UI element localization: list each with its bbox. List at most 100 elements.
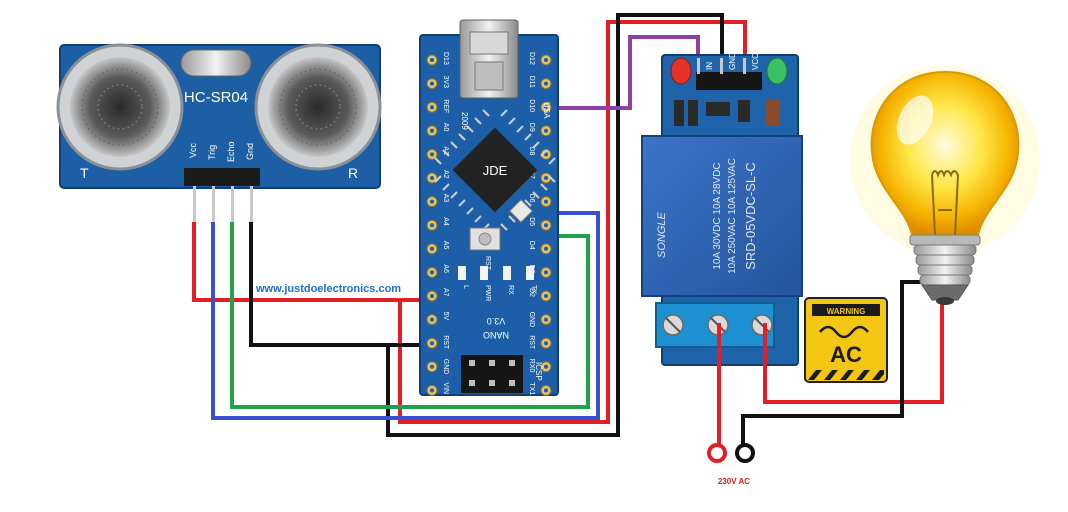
nano-right-pin-hole-center <box>544 176 548 180</box>
chip-leg <box>442 183 450 191</box>
nano-left-pin-hole-center <box>430 341 434 346</box>
nano-left-pin-label: REF <box>442 99 449 113</box>
warning-title: WARNING <box>827 307 866 316</box>
nano-left-pin-label: A6 <box>442 264 449 273</box>
relay-brand-label: SONGLE <box>656 211 668 258</box>
nano-right-pin-hole-center <box>544 317 548 322</box>
chip-leg <box>548 157 556 165</box>
nano-left-pin-label: D13 <box>442 52 449 65</box>
wire-echo-green <box>230 222 590 409</box>
nano-right-pin-label: D10 <box>528 99 535 112</box>
relay-pin-label: VCC <box>751 53 760 70</box>
nano-right-pin-hole-center <box>544 341 548 346</box>
sensor-pin-label: Trig <box>207 145 217 160</box>
nano-left-pin-label: A4 <box>442 217 449 226</box>
led-label: PWR <box>484 285 491 301</box>
nano-right-pin-hole-center <box>544 81 548 86</box>
nano-left-pin-label: A5 <box>442 241 449 250</box>
relay-rating-label: 10A 30VDC 10A 28VDC <box>712 162 723 269</box>
chip-leg <box>450 191 458 199</box>
chip-leg <box>516 125 524 133</box>
nano-right-pin-hole-center <box>544 294 548 298</box>
website-label: www.justdoelectronics.com <box>255 283 401 295</box>
nano-left-pin-hole-center <box>430 294 434 298</box>
crystal-oscillator <box>180 49 252 77</box>
nano-left-pin-label: A2 <box>442 170 449 179</box>
chip-leg <box>524 199 532 207</box>
chip-leg <box>508 215 516 223</box>
nano-left-pin-hole-center <box>430 270 434 275</box>
sensor-pin-label: Echo <box>226 141 236 162</box>
nano-right-pin-label: TX1 <box>528 382 535 395</box>
chip-leg <box>466 125 474 133</box>
sensor-pin-header <box>184 168 260 186</box>
chip-label: JDE <box>483 163 508 178</box>
nano-right-pin-hole-center <box>544 105 548 110</box>
version-label: V3.0 <box>487 316 506 326</box>
nano-right-pin-hole-center <box>544 199 548 204</box>
usa-label: USA <box>542 102 551 119</box>
chip-leg <box>458 199 466 207</box>
nano-left-pin-hole-center <box>430 317 434 322</box>
wire-ac-black <box>741 280 940 448</box>
sensor-pin-label: Vcc <box>188 142 198 158</box>
led-label: TX <box>530 285 537 294</box>
nano-leds <box>458 266 534 280</box>
nano-right-pin-hole-center <box>544 128 548 133</box>
led-label: L <box>462 285 469 289</box>
nano-left-pin-label: RST <box>442 335 449 350</box>
nano-right-pin-label: D6 <box>528 194 535 203</box>
nano-right-pin-label: GND <box>528 312 535 328</box>
nano-right-pin-label: RST <box>528 335 535 350</box>
relay-pin-label: IN <box>705 62 714 70</box>
nano-right-pins: D12D11D10D9D8D7D6D5D4D3D2GNDRSTRX0TX1 <box>528 52 552 396</box>
icsp-header <box>461 355 523 393</box>
atmega-chip: JDE <box>434 109 556 231</box>
nano-left-pin-hole-center <box>430 58 434 62</box>
chip-leg <box>540 183 548 191</box>
nano-left-pin-hole-center <box>430 364 434 369</box>
nano-left-pin-hole-center <box>430 199 434 204</box>
light-bulb-icon <box>850 65 1040 305</box>
wire-gnd-black <box>249 222 437 347</box>
ac-source-label: 230V AC <box>718 477 750 486</box>
nano-right-pin-label: D11 <box>528 76 535 88</box>
wire-5v-red-loop <box>398 20 747 424</box>
chip-leg <box>442 149 450 157</box>
chip-leg <box>474 215 482 223</box>
relay-red-led <box>670 57 692 85</box>
relay-module: IN GND VCC SRD-05VDC-SL-C 10A 250VAC 10A… <box>641 52 803 366</box>
warning-label: AC <box>830 342 862 367</box>
sensor-corner-left: T <box>80 165 89 181</box>
nano-right-pin-hole-center <box>544 58 548 62</box>
nano-right-pin-hole-center <box>544 246 548 251</box>
reset-button <box>469 227 501 251</box>
ac-warning-icon: WARNING AC <box>804 297 888 383</box>
nano-left-pin-label: A3 <box>442 194 449 203</box>
nano-left-pin-label: A7 <box>442 288 449 297</box>
chip-leg <box>482 109 490 117</box>
nano-right-pin-hole-center <box>544 270 548 275</box>
chip-leg <box>532 141 540 149</box>
nano-left-pin-label: A1 <box>442 146 449 155</box>
chip-leg <box>466 207 474 215</box>
relay-pin-label: GND <box>728 52 737 70</box>
relay-cube <box>641 135 803 297</box>
chip-leg <box>434 157 442 165</box>
nano-right-pin-label: RX0 <box>528 359 535 373</box>
chip-leg <box>458 133 466 141</box>
ultrasonic-sensor: HC-SR04 T R Vcc Trig Echo Gnd <box>56 43 382 224</box>
relay-pin-header <box>696 72 762 90</box>
sensor-transducer-left <box>56 43 184 171</box>
nano-left-pin-hole-center <box>430 388 434 393</box>
sensor-transducer-right <box>254 43 382 171</box>
chip-leg <box>548 175 556 183</box>
ac-wires <box>717 280 944 448</box>
nano-label: NANO <box>483 330 509 340</box>
chip-leg <box>508 117 516 125</box>
led-label: RX <box>507 285 514 295</box>
nano-left-pin-hole-center <box>430 176 434 180</box>
chip-leg <box>532 191 540 199</box>
